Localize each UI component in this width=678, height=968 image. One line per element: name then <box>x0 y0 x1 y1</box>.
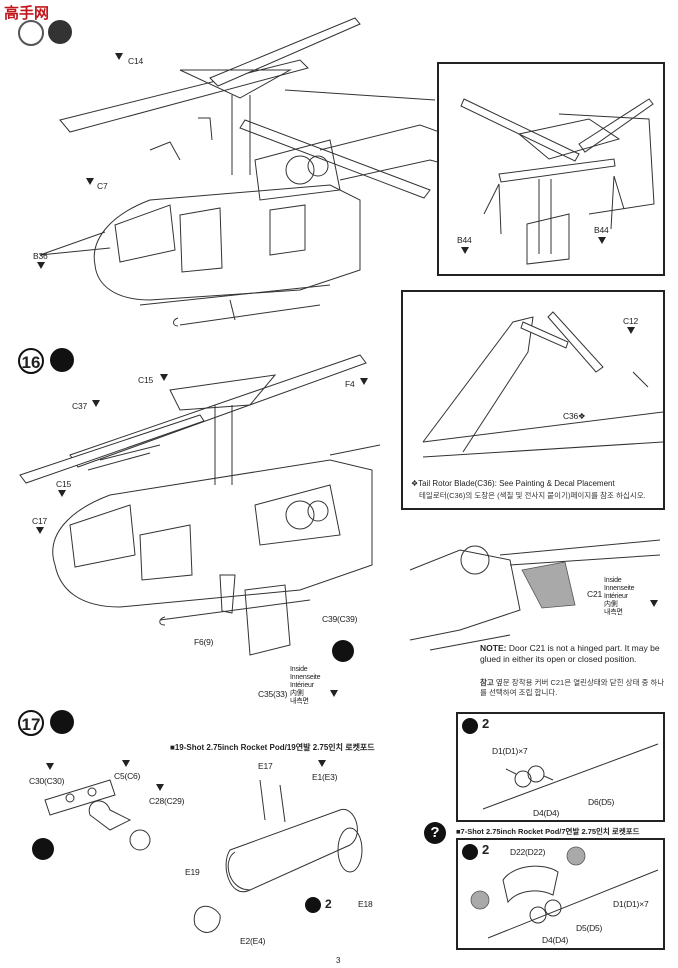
note-label: NOTE: <box>480 643 507 653</box>
label-c17: C17 <box>32 516 47 526</box>
label-f4: F4 <box>345 379 355 389</box>
inside-de: Innenseite <box>604 585 635 592</box>
helicopter-step16-drawing <box>19 354 381 656</box>
part-tree-icon <box>46 763 54 770</box>
label-c15-left: C15 <box>56 479 71 489</box>
part-tree-icon <box>58 490 66 497</box>
glue-icon <box>50 710 74 734</box>
note-kr-text: 옆문 장착용 커버 C21은 열린상태와 닫힌 상태 중 하나를 선택하여 조립… <box>480 678 665 697</box>
page-number: 3 <box>336 956 341 965</box>
part-tree-icon <box>330 690 338 697</box>
glue-icon <box>305 897 321 913</box>
rocket-7-box: 2 D22(D22) D1(D1)×7 D5(D5) D4(D4) <box>456 838 665 950</box>
part-tree-icon <box>86 178 94 185</box>
question-icon: ? <box>424 822 446 844</box>
box7-d5: D5(D5) <box>576 923 603 933</box>
box7-d22: D22(D22) <box>510 847 546 857</box>
label-c28: C28(C29) <box>149 796 185 806</box>
box7-qty: 2 <box>482 842 490 857</box>
quantity-icon <box>462 718 478 734</box>
part-tree-icon <box>360 378 368 385</box>
inside-kr: 내측면 <box>604 609 623 616</box>
label-f6: F6(9) <box>194 637 214 647</box>
helicopter-top-drawing <box>39 17 601 327</box>
inside-fr: Intérieur <box>290 682 314 689</box>
glue-icon <box>50 348 74 372</box>
quantity-icon <box>462 844 478 860</box>
inside-kr: 내측면 <box>290 698 309 705</box>
tail-rotor-panel: C12 C36❖ ❖Tail Rotor Blade(C36): See Pai… <box>401 290 665 510</box>
step-17-number: 17 <box>18 710 44 736</box>
box7-d1: D1(D1)×7 <box>613 899 649 909</box>
part-tree-icon <box>37 262 45 269</box>
step-16-number: 16 <box>18 348 44 374</box>
inside-fr: Intérieur <box>604 593 628 600</box>
box19-d1: D1(D1)×7 <box>492 746 528 756</box>
arrow-circle-icon <box>332 640 354 662</box>
rocket-pod-7-title: ■7-Shot 2.75inch Rocket Pod/7연발 2.75인치 로… <box>456 827 640 836</box>
part-tree-icon <box>318 760 326 767</box>
glue-icon <box>48 20 72 44</box>
part-tree-icon <box>650 600 658 607</box>
label-c36: C36❖ <box>563 411 586 421</box>
part-tree-icon <box>115 53 123 60</box>
inside-jp: 内側 <box>290 690 304 697</box>
rocket-pod-19-title: ■19-Shot 2.75inch Rocket Pod/19연발 2.75인치… <box>170 743 375 752</box>
rotor-detail-panel <box>437 62 665 276</box>
label-c5: C5(C6) <box>114 771 141 781</box>
box19-d5: D6(D5) <box>588 797 615 807</box>
label-c37: C37 <box>72 401 87 411</box>
label-e1: E1(E3) <box>312 772 338 782</box>
label-c15-top: C15 <box>138 375 153 385</box>
label-c30: C30(C30) <box>29 776 65 786</box>
label-c35: C35(33) <box>258 689 288 699</box>
quantity-two: 2 <box>325 897 332 911</box>
inside-en: Inside <box>604 577 622 584</box>
inside-en: Inside <box>290 666 308 673</box>
label-c14: C14 <box>128 56 143 66</box>
part-tree-icon <box>627 327 635 334</box>
label-c7: C7 <box>97 181 108 191</box>
label-e18: E18 <box>358 899 373 909</box>
inside-jp: 内側 <box>604 601 618 608</box>
label-b44-right: B44 <box>594 225 609 235</box>
label-e2: E2(E4) <box>240 936 266 946</box>
door-detail-drawing <box>409 539 661 651</box>
arrow-circle-icon <box>32 838 54 860</box>
door-note-kr: 참고 옆문 장착용 커버 C21은 열린상태와 닫힌 상태 중 하나를 선택하여… <box>480 678 665 698</box>
box7-d4: D4(D4) <box>542 935 569 945</box>
label-c21: C21 <box>587 589 602 599</box>
part-tree-icon <box>160 374 168 381</box>
part-tree-icon <box>122 760 130 767</box>
label-c12: C12 <box>623 316 638 326</box>
label-c39: C39(C39) <box>322 614 358 624</box>
inside-de: Innenseite <box>290 674 321 681</box>
label-b36: B36 <box>33 251 48 261</box>
label-e19: E19 <box>185 867 200 877</box>
box19-qty: 2 <box>482 716 490 731</box>
label-b44-left: B44 <box>457 235 472 245</box>
part-tree-icon <box>156 784 164 791</box>
note-text: Door C21 is not a hinged part. It may be… <box>480 643 660 664</box>
tail-note-kr: 테일로터(C36)의 도장은 (색칠 및 전사지 붙이기)페이지를 참조 하십시… <box>419 491 646 500</box>
note-kr-label: 참고 <box>480 678 494 687</box>
door-note: NOTE: Door C21 is not a hinged part. It … <box>480 643 665 665</box>
box19-d4: D4(D4) <box>533 808 560 818</box>
tail-note-en: ❖Tail Rotor Blade(C36): See Painting & D… <box>411 479 615 488</box>
part-tree-icon <box>36 527 44 534</box>
step-15-number <box>18 20 44 46</box>
part-tree-icon <box>598 237 606 244</box>
rocket-19-box: 2 D1(D1)×7 D4(D4) D6(D5) <box>456 712 665 822</box>
label-e17: E17 <box>258 761 273 771</box>
rocket-pod-19-drawing <box>44 779 363 933</box>
part-tree-icon <box>461 247 469 254</box>
watermark-logo: 高手网 <box>4 4 50 22</box>
part-tree-icon <box>92 400 100 407</box>
